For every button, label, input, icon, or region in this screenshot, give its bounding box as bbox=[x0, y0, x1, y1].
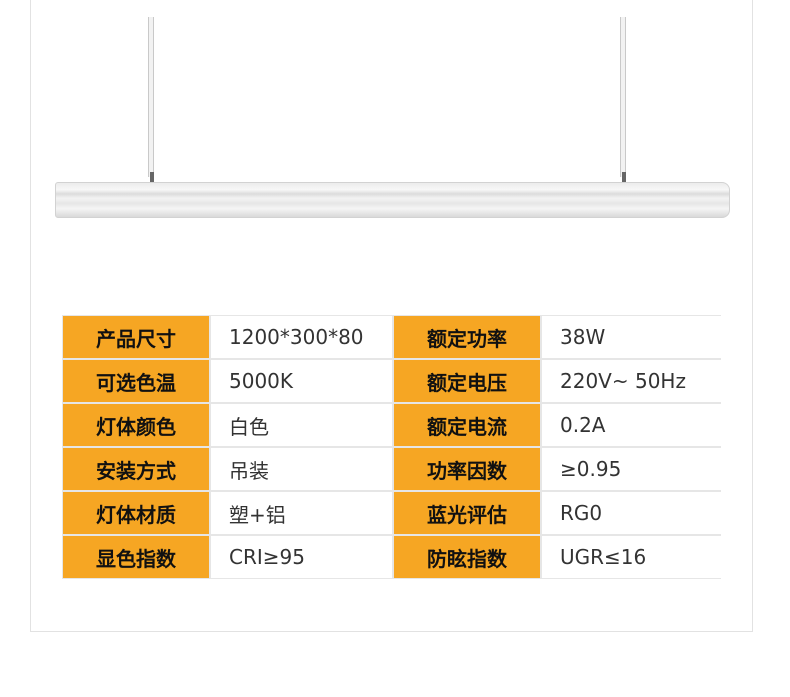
spec-label: 灯体颜色 bbox=[63, 404, 209, 446]
image-frame bbox=[30, 0, 753, 632]
linear-pendant-lamp-image bbox=[55, 182, 730, 218]
wire-clamp bbox=[150, 172, 154, 182]
spec-label: 额定电流 bbox=[394, 404, 540, 446]
spec-label: 防眩指数 bbox=[394, 536, 540, 578]
spec-value: CRI≥95 bbox=[211, 536, 392, 578]
spec-value: 0.2A bbox=[542, 404, 722, 446]
spec-label: 额定功率 bbox=[394, 316, 540, 358]
spec-value: 吊装 bbox=[211, 448, 392, 490]
spec-label: 功率因数 bbox=[394, 448, 540, 490]
spec-value: 38W bbox=[542, 316, 722, 358]
spec-value: 塑+铝 bbox=[211, 492, 392, 534]
spec-label: 额定电压 bbox=[394, 360, 540, 402]
spec-label: 安装方式 bbox=[63, 448, 209, 490]
spec-value: ≥0.95 bbox=[542, 448, 722, 490]
spec-label: 灯体材质 bbox=[63, 492, 209, 534]
wire-clamp bbox=[622, 172, 626, 182]
spec-value: 5000K bbox=[211, 360, 392, 402]
spec-label: 蓝光评估 bbox=[394, 492, 540, 534]
spec-label: 可选色温 bbox=[63, 360, 209, 402]
spec-label: 产品尺寸 bbox=[63, 316, 209, 358]
spec-value: 220V~ 50Hz bbox=[542, 360, 722, 402]
suspension-wire bbox=[148, 17, 154, 177]
spec-label: 显色指数 bbox=[63, 536, 209, 578]
spec-value: 白色 bbox=[211, 404, 392, 446]
suspension-wire bbox=[620, 17, 626, 177]
spec-value: UGR≤16 bbox=[542, 536, 722, 578]
spec-value: 1200*300*80 bbox=[211, 316, 392, 358]
spec-value: RG0 bbox=[542, 492, 722, 534]
